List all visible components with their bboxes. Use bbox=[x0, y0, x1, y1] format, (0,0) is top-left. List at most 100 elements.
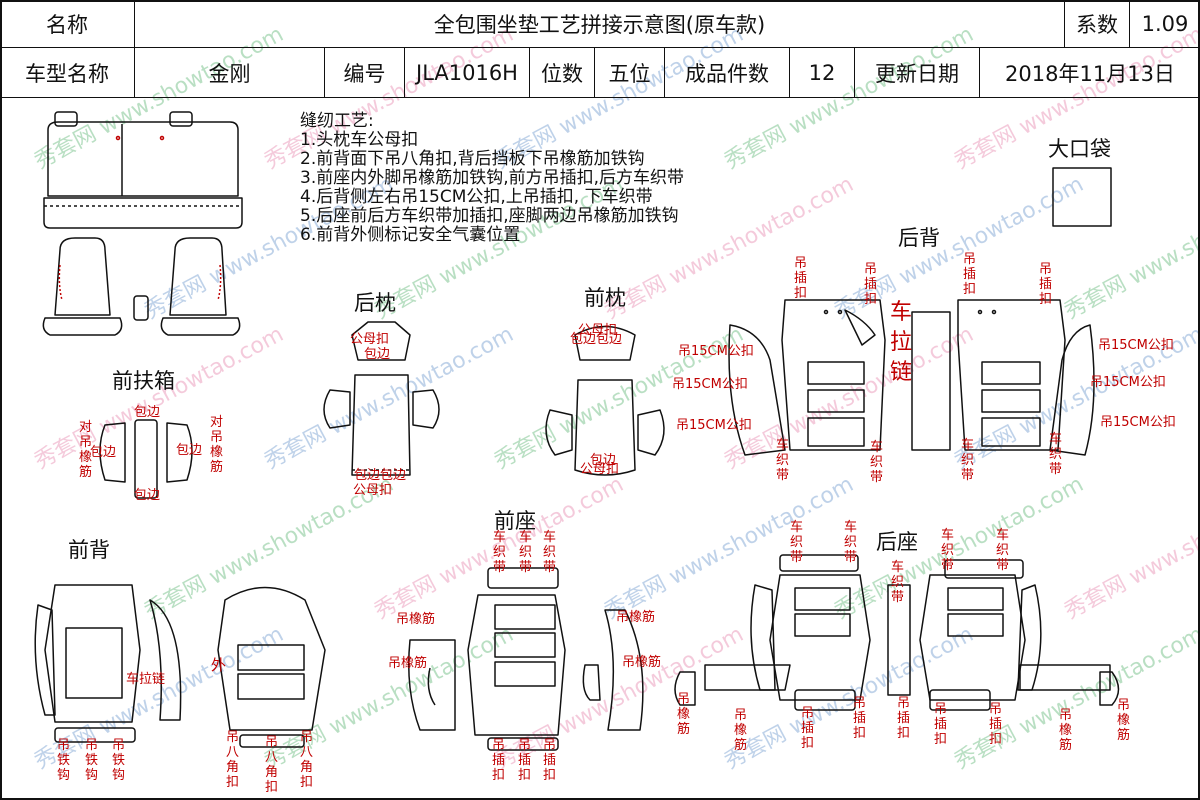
overview-rear-bench bbox=[43, 111, 243, 229]
label-octagon-buckle: 吊八角扣 bbox=[225, 730, 239, 790]
model-label: 车型名称 bbox=[0, 48, 135, 98]
label-hook-buckle: 吊插扣 bbox=[517, 738, 531, 783]
rear-seat-pieces bbox=[674, 554, 1120, 711]
label-edge-binding: 包边 bbox=[90, 445, 117, 460]
section-title-rear-back: 后背 bbox=[898, 226, 940, 250]
label-edge-binding: 包边 bbox=[590, 453, 617, 468]
label-strap: 车织带 bbox=[960, 438, 974, 483]
label-hook-buckle: 吊插扣 bbox=[800, 706, 814, 751]
label-edge-binding: 包边 bbox=[134, 405, 161, 420]
pieces-value: 12 bbox=[790, 48, 855, 98]
code-label: 编号 bbox=[325, 48, 405, 98]
label-hook-buckle: 吊插扣 bbox=[852, 696, 866, 741]
label-strap: 车织带 bbox=[940, 528, 954, 573]
label-opposite-elastic: 对吊橡筋 bbox=[78, 420, 92, 480]
sewing-notes: 缝纫工艺: 1.头枕车公母扣 2.前背面下吊八角扣,背后挡板下吊橡筋加铁钩 3.… bbox=[300, 112, 684, 245]
document-title: 全包围坐垫工艺拼接示意图(原车款) bbox=[135, 0, 1065, 48]
section-title-front-pillow: 前枕 bbox=[584, 286, 626, 310]
big-pocket-piece bbox=[1052, 167, 1112, 227]
label-hook-buckle: 吊插扣 bbox=[1038, 262, 1052, 307]
label-edge-binding: 包边 bbox=[176, 443, 203, 458]
date-label: 更新日期 bbox=[855, 48, 980, 98]
label-male-female-snap: 公母扣 bbox=[353, 483, 393, 498]
label-elastic: 吊橡筋 bbox=[622, 655, 662, 670]
label-strap: 车织带 bbox=[542, 530, 556, 575]
coefficient-value: 1.09 bbox=[1130, 0, 1200, 48]
label-male-female-snap: 公母扣 bbox=[350, 332, 390, 347]
label-elastic: 吊橡筋 bbox=[1116, 698, 1130, 743]
section-title-front-seat: 前座 bbox=[494, 509, 536, 533]
label-hook-buckle: 吊插扣 bbox=[988, 702, 1002, 747]
label-hook-buckle: 吊插扣 bbox=[542, 738, 556, 783]
coefficient-label: 系数 bbox=[1065, 0, 1130, 48]
label-elastic: 吊橡筋 bbox=[1058, 708, 1072, 753]
label-zipper: 车拉链 bbox=[889, 300, 912, 385]
note-item: 4.后背侧左右吊15CM公扣,上吊插扣, 下车织带 bbox=[300, 187, 653, 207]
label-opposite-elastic: 对吊橡筋 bbox=[209, 415, 223, 475]
label-hook-buckle: 吊插扣 bbox=[896, 696, 910, 741]
label-elastic: 吊橡筋 bbox=[676, 692, 690, 737]
label-hook-buckle: 吊插扣 bbox=[491, 738, 505, 783]
label-strap: 车织带 bbox=[518, 530, 532, 575]
front-seat-pieces bbox=[408, 567, 644, 751]
label-elastic: 吊橡筋 bbox=[388, 656, 428, 671]
label-edge-binding: 包边 bbox=[134, 488, 161, 503]
label-hook-buckle: 吊插扣 bbox=[793, 256, 807, 301]
label-hook-iron: 吊铁钩 bbox=[84, 738, 98, 783]
label-elastic: 吊橡筋 bbox=[396, 612, 436, 627]
section-title-big-pocket: 大口袋 bbox=[1048, 137, 1111, 161]
note-item: 2.前背面下吊八角扣,背后挡板下吊橡筋加铁钩 bbox=[300, 149, 645, 169]
label-hook-buckle: 吊插扣 bbox=[962, 252, 976, 297]
section-title-front-back: 前背 bbox=[68, 538, 110, 562]
label-snap-15cm: 吊15CM公扣 bbox=[678, 344, 754, 359]
label-strap: 车织带 bbox=[492, 530, 506, 575]
label-hook-iron: 吊铁钩 bbox=[56, 738, 70, 783]
label-hook-iron: 吊铁钩 bbox=[111, 738, 125, 783]
label-strap: 车织带 bbox=[1048, 432, 1062, 477]
label-elastic: 吊橡筋 bbox=[733, 708, 747, 753]
label-male-female-snap: 公母扣 bbox=[578, 323, 618, 338]
front-armrest-pieces bbox=[99, 419, 193, 499]
note-item: 3.前座内外脚吊橡筋加铁钩,前方吊插扣,后方车织带 bbox=[300, 168, 685, 188]
label-strap: 车织带 bbox=[789, 520, 803, 565]
front-back-pieces bbox=[34, 584, 326, 748]
label-snap-15cm: 吊15CM公扣 bbox=[1090, 375, 1166, 390]
label-hook-buckle: 吊插扣 bbox=[863, 262, 877, 307]
seats-value: 五位 bbox=[595, 48, 665, 98]
notes-heading: 缝纫工艺: bbox=[300, 111, 374, 131]
label-snap-15cm: 吊15CM公扣 bbox=[1098, 338, 1174, 353]
note-item: 1.头枕车公母扣 bbox=[300, 130, 419, 150]
note-item: 6.前背外侧标记安全气囊位置 bbox=[300, 225, 521, 245]
label-snap-15cm: 吊15CM公扣 bbox=[672, 377, 748, 392]
label-strap: 车织带 bbox=[843, 520, 857, 565]
label-edge-binding-pair: 包边包边 bbox=[570, 332, 623, 347]
code-value: JLA1016H bbox=[405, 48, 530, 98]
pieces-label: 成品件数 bbox=[665, 48, 790, 98]
label-snap-15cm: 吊15CM公扣 bbox=[1100, 415, 1176, 430]
name-label: 名称 bbox=[0, 0, 135, 48]
section-title-front-armrest: 前扶箱 bbox=[112, 369, 175, 393]
note-item: 5.后座前后方车织带加插扣,座脚两边吊橡筋加铁钩 bbox=[300, 206, 679, 226]
seats-label: 位数 bbox=[530, 48, 595, 98]
date-value: 2018年11月13日 bbox=[980, 48, 1200, 98]
label-strap: 车织带 bbox=[775, 438, 789, 483]
rear-back-pieces bbox=[728, 299, 1095, 456]
rear-pillow-pieces bbox=[323, 321, 440, 476]
overview-front-seats bbox=[42, 237, 241, 336]
label-edge-binding-pair: 包边包边 bbox=[354, 468, 407, 483]
label-strap: 车织带 bbox=[869, 440, 883, 485]
label-hook-buckle: 吊插扣 bbox=[933, 702, 947, 747]
section-title-rear-pillow: 后枕 bbox=[354, 291, 396, 315]
label-outer: 外 bbox=[211, 656, 227, 674]
label-male-female-snap: 公母扣 bbox=[580, 462, 620, 477]
label-elastic: 吊橡筋 bbox=[616, 610, 656, 625]
label-octagon-buckle: 吊八角扣 bbox=[299, 730, 313, 790]
front-pillow-pieces bbox=[545, 325, 665, 476]
label-strap: 车织带 bbox=[995, 528, 1009, 573]
label-snap-15cm: 吊15CM公扣 bbox=[676, 418, 752, 433]
label-zipper-h: 车拉链 bbox=[126, 672, 166, 687]
label-edge-binding: 包边 bbox=[364, 347, 391, 362]
label-strap: 车织带 bbox=[890, 560, 904, 605]
